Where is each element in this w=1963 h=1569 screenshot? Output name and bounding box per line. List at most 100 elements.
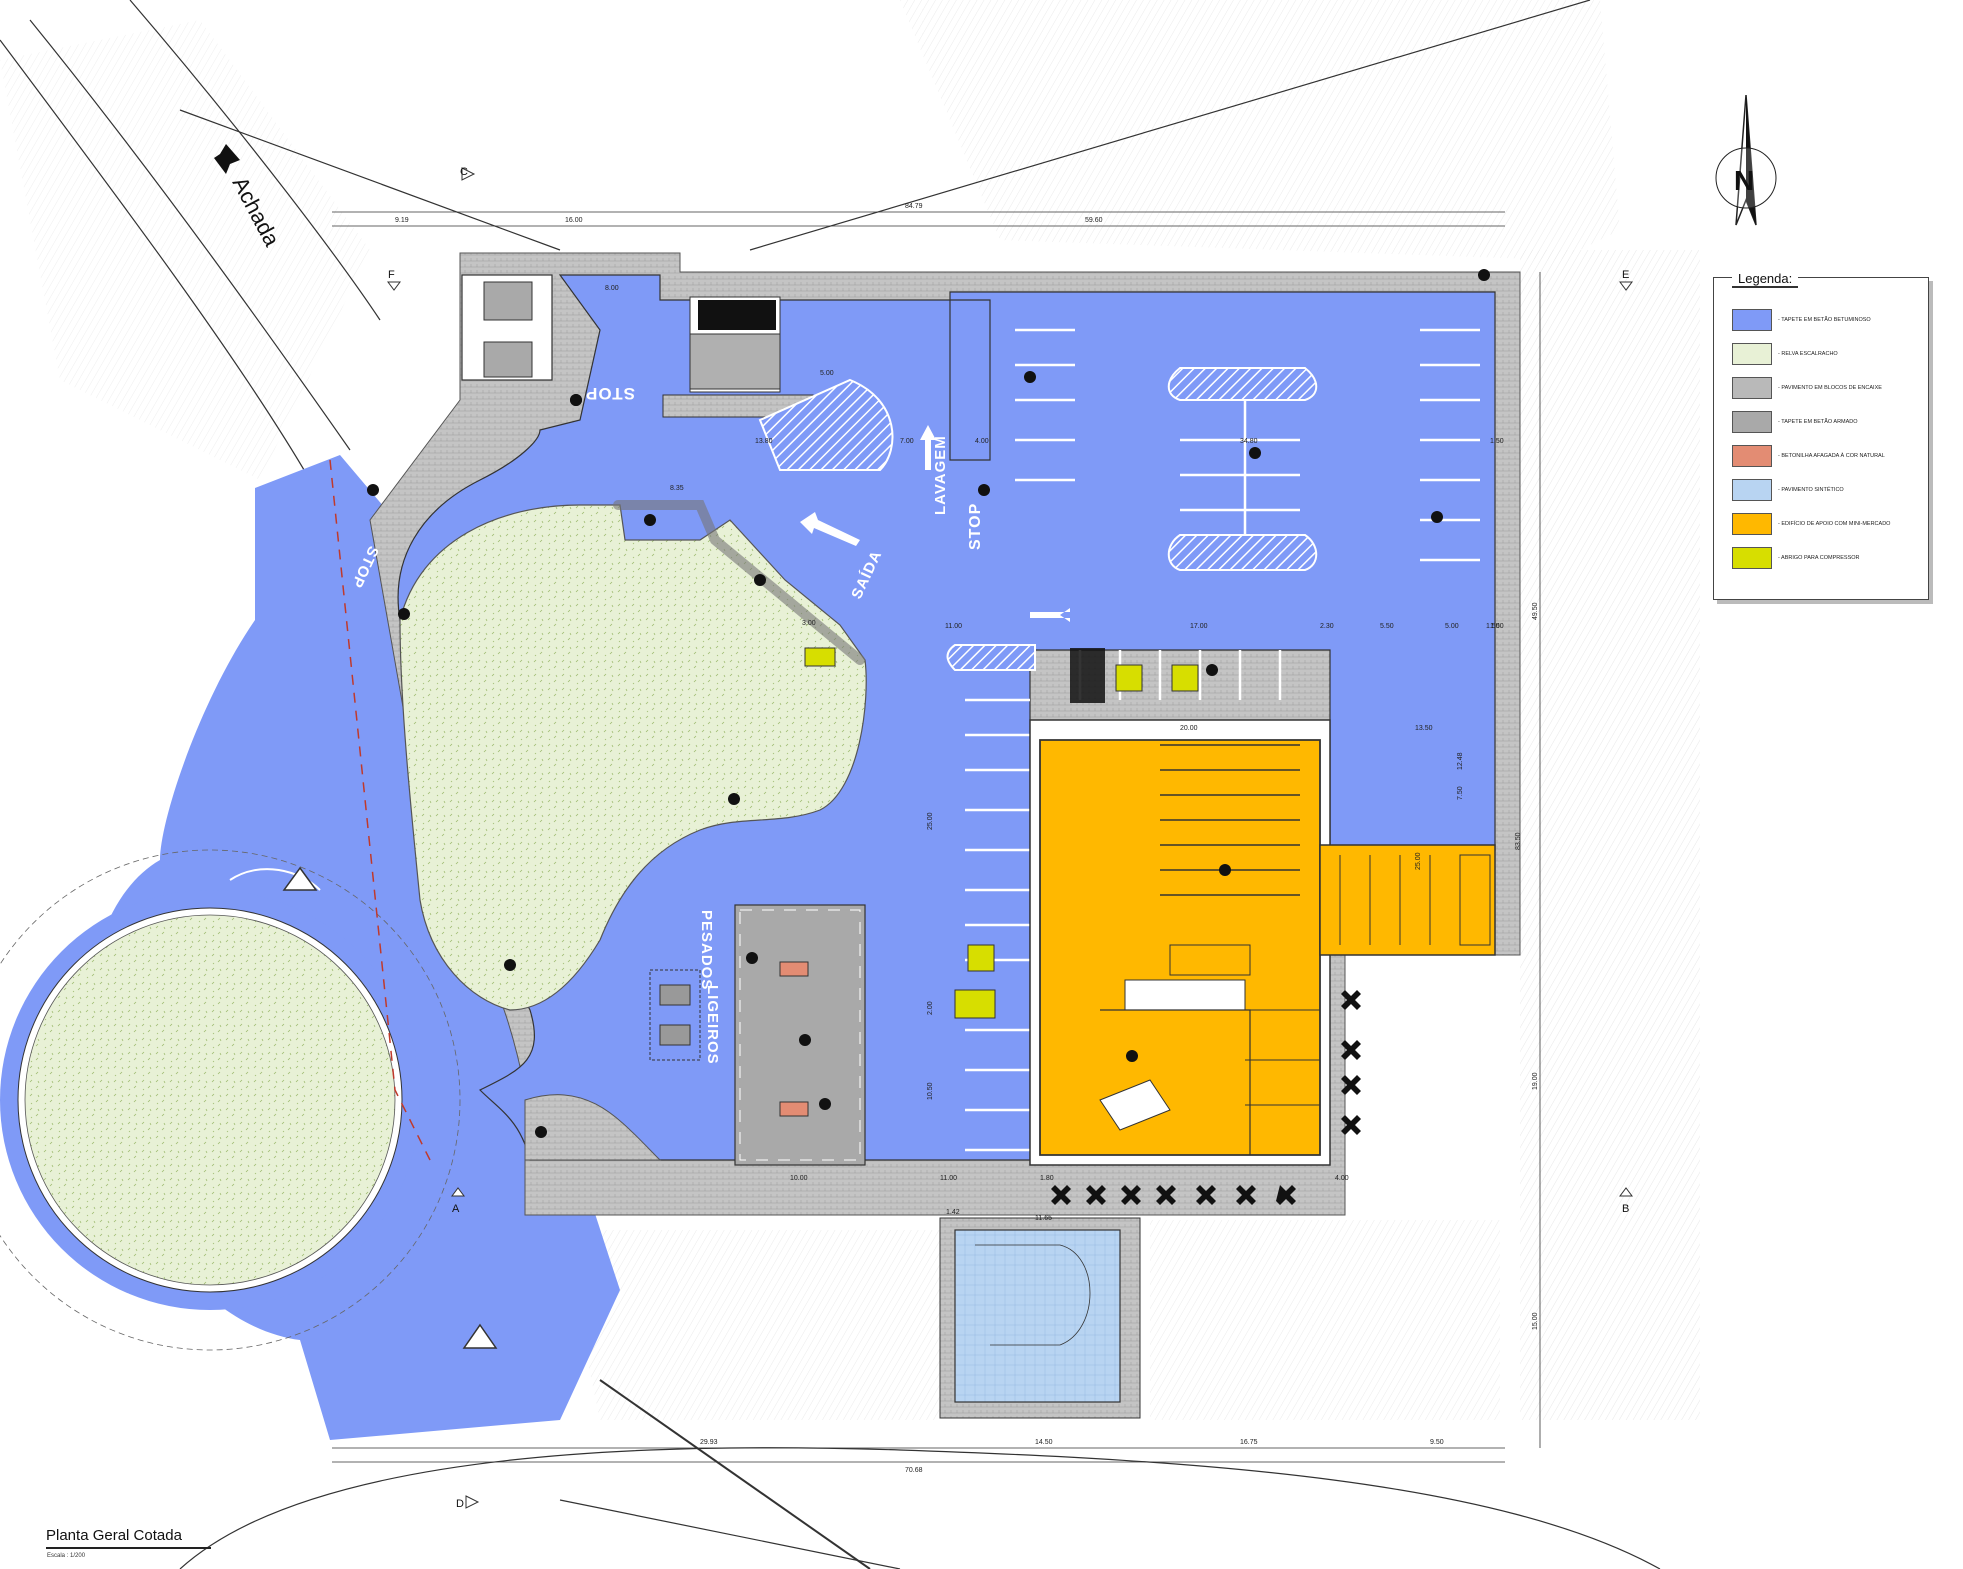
terrain-hatching [0, 0, 1700, 1420]
legend-panel: Legenda: - TAPETE EM BETÃO BETUMINOSO - … [1713, 271, 1929, 600]
dim-top-total: 84.79 [905, 203, 923, 210]
main-building-minimarket [1029, 719, 1496, 1166]
existing-road-lines [0, 0, 1661, 1569]
grass-island [399, 504, 867, 1011]
dim-inner-24: 1.50 [1486, 623, 1500, 630]
legend-label: - PAVIMENTO EM BLOCOS DE ENCAIXE [1778, 385, 1882, 391]
dim-inner-11: 2.30 [1320, 623, 1334, 630]
legend-item: - TAPETE EM BETÃO BETUMINOSO [1732, 308, 1871, 332]
dim-inner-6: 34.80 [1240, 438, 1258, 445]
section-mark-d: D [456, 1498, 464, 1510]
paint-stop-2: STOP [967, 503, 984, 550]
legend-label: - TAPETE EM BETÃO BETUMINOSO [1778, 317, 1871, 323]
drawing-title: Planta Geral Cotada [46, 1527, 182, 1545]
paint-lavagem: LAVAGEM [932, 435, 949, 515]
paint-pesados: PESADOS [698, 910, 715, 990]
dim-top-2: 16.00 [565, 217, 583, 224]
drawing-scale: Escala : 1/200 [47, 1553, 86, 1559]
roundabout [0, 455, 620, 1440]
legend-item: - RELVA ESCALRACHO [1732, 342, 1838, 366]
dim-inner-18: 11.00 [940, 1175, 957, 1182]
dim-inner-10: 17.00 [1190, 623, 1208, 630]
legend-swatch [1732, 445, 1772, 467]
dim-bottom-total: 70.68 [905, 1467, 923, 1474]
paint-stop-1: STOP [585, 384, 635, 403]
legend-item: - ABRIGO PARA COMPRESSOR [1732, 546, 1860, 570]
light-poles [367, 269, 1490, 1138]
paint-ligeiros: LIGEIROS [704, 985, 721, 1065]
legend-label: - ABRIGO PARA COMPRESSOR [1778, 555, 1860, 561]
dim-inner-14: 20.00 [1180, 725, 1198, 732]
dim-inner-26: 7.50 [1457, 786, 1464, 800]
hatched-islands [758, 367, 1318, 671]
north-label: N [1734, 165, 1754, 196]
dim-inner-13: 5.00 [1445, 623, 1459, 630]
section-mark-b: B [1622, 1203, 1629, 1215]
legend-label: - TAPETE EM BETÃO ARMADO [1778, 419, 1858, 425]
dim-inner-3: 13.80 [755, 438, 773, 445]
dim-inner-20: 1.42 [946, 1209, 960, 1216]
direction-arrows [800, 425, 1070, 622]
dim-inner-19: 11.65 [1035, 1215, 1052, 1222]
dim-bottom-2: 14.50 [1035, 1439, 1053, 1446]
corner-curb [524, 1094, 662, 1161]
heavy-vehicle-pump-area [649, 904, 866, 1166]
dim-inner-30: 2.00 [927, 1001, 934, 1015]
accessible-parking [804, 647, 1199, 1019]
drawing-title-text: Planta Geral Cotada [46, 1527, 182, 1544]
dim-inner-7: 1.50 [1490, 438, 1504, 445]
playground-court [939, 1217, 1141, 1419]
north-arrow: N [1715, 94, 1777, 226]
dim-right-1: 49.50 [1532, 602, 1539, 620]
dim-inner-15: 13.50 [1415, 725, 1433, 732]
dim-inner-22: 1.80 [1040, 1175, 1054, 1182]
legend-item: - PAVIMENTO EM BLOCOS DE ENCAIXE [1732, 376, 1882, 400]
dim-inner-28: 10.50 [927, 1082, 934, 1100]
dim-inner-29: 1.50 [1490, 623, 1504, 630]
legend-label: - PAVIMENTO SINTÉTICO [1778, 487, 1844, 493]
legend-swatch [1732, 309, 1772, 331]
legend-label: - BETONILHA AFAGADA À COR NATURAL [1778, 453, 1885, 459]
legend-swatch [1732, 377, 1772, 399]
dim-inner-1: 8.00 [605, 285, 619, 292]
dim-inner-8: 8.35 [670, 485, 684, 492]
dim-inner-2: 5.00 [820, 370, 834, 377]
legend-swatch [1732, 479, 1772, 501]
legend-swatch [1732, 547, 1772, 569]
trees [1051, 990, 1361, 1205]
dim-bottom-4: 9.50 [1430, 1439, 1444, 1446]
legend-swatch [1732, 513, 1772, 535]
dim-bottom-1: 29.93 [700, 1439, 718, 1446]
grass-island-curb [613, 500, 865, 665]
legend-label: - EDIFÍCIO DE APOIO COM MINI-MERCADO [1778, 521, 1891, 527]
legend-item: - BETONILHA AFAGADA À COR NATURAL [1732, 444, 1885, 468]
title-underline [46, 1547, 211, 1549]
legend-item: - TAPETE EM BETÃO ARMADO [1732, 410, 1858, 434]
parking-stripes [965, 328, 1480, 1152]
dim-inner-4: 7.00 [900, 438, 914, 445]
dim-top-1: 9.19 [395, 217, 409, 224]
legend-item: - EDIFÍCIO DE APOIO COM MINI-MERCADO [1732, 512, 1890, 536]
dim-right-3: 19.00 [1532, 1072, 1539, 1090]
dimension-lines [332, 211, 1541, 1463]
legend-swatch [1732, 343, 1772, 365]
section-mark-f: F [388, 269, 395, 281]
legend-title: Legenda: [1732, 271, 1799, 288]
dim-inner-12: 5.50 [1380, 623, 1394, 630]
dim-bottom-3: 16.75 [1240, 1439, 1258, 1446]
dim-right-4: 15.00 [1532, 1312, 1539, 1330]
dim-inner-17: 10.00 [790, 1175, 808, 1182]
dim-inner-21: 4.00 [1335, 1175, 1349, 1182]
compressor-building [461, 274, 814, 418]
legend-item: - PAVIMENTO SINTÉTICO [1732, 478, 1844, 502]
section-mark-a: A [452, 1203, 460, 1215]
dim-inner-27: 25.00 [1415, 852, 1422, 870]
dim-inner-23: 3.00 [802, 620, 816, 627]
section-mark-c: C [460, 166, 468, 178]
section-mark-e: E [1622, 269, 1629, 281]
legend-label: - RELVA ESCALRACHO [1778, 351, 1838, 357]
section-markers: C F E A B D [387, 166, 1633, 1510]
dim-inner-25: 12.48 [1457, 752, 1464, 770]
dim-inner-16: 25.00 [927, 812, 934, 830]
